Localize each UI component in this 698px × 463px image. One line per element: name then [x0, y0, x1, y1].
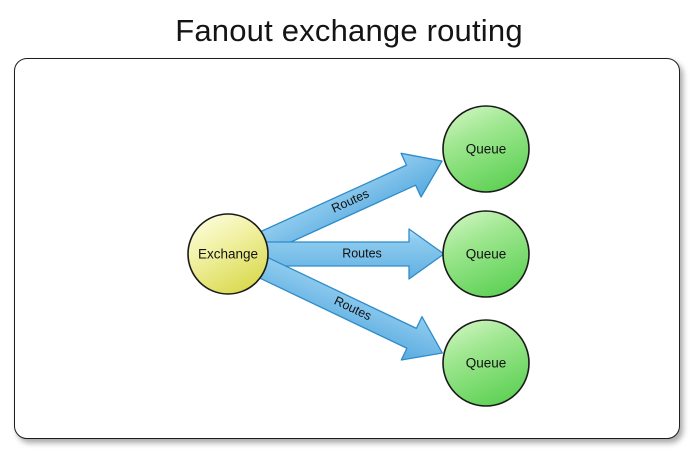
node-exchange[interactable]: Exchange — [187, 213, 269, 295]
arrow-shape — [254, 255, 443, 361]
queue-label-3: Queue — [466, 356, 507, 371]
queue-label-2: Queue — [466, 247, 507, 262]
page-title: Fanout exchange routing — [175, 13, 523, 48]
diagram-graph: Routes Routes Routes Exchange Queue Queu… — [187, 105, 530, 407]
exchange-circle — [187, 213, 269, 295]
arrow-shape — [263, 228, 445, 280]
exchange-label: Exchange — [198, 247, 258, 262]
edge-exchange-to-queue-2[interactable]: Routes — [263, 228, 445, 280]
node-queue-3[interactable]: Queue — [442, 319, 530, 407]
edge-label-routes-2: Routes — [342, 246, 382, 260]
queue-circle — [442, 105, 530, 193]
queue-circle — [442, 210, 530, 298]
node-queue-2[interactable]: Queue — [442, 210, 530, 298]
node-queue-1[interactable]: Queue — [442, 105, 530, 193]
queue-circle — [442, 319, 530, 407]
queue-label-1: Queue — [466, 142, 507, 157]
